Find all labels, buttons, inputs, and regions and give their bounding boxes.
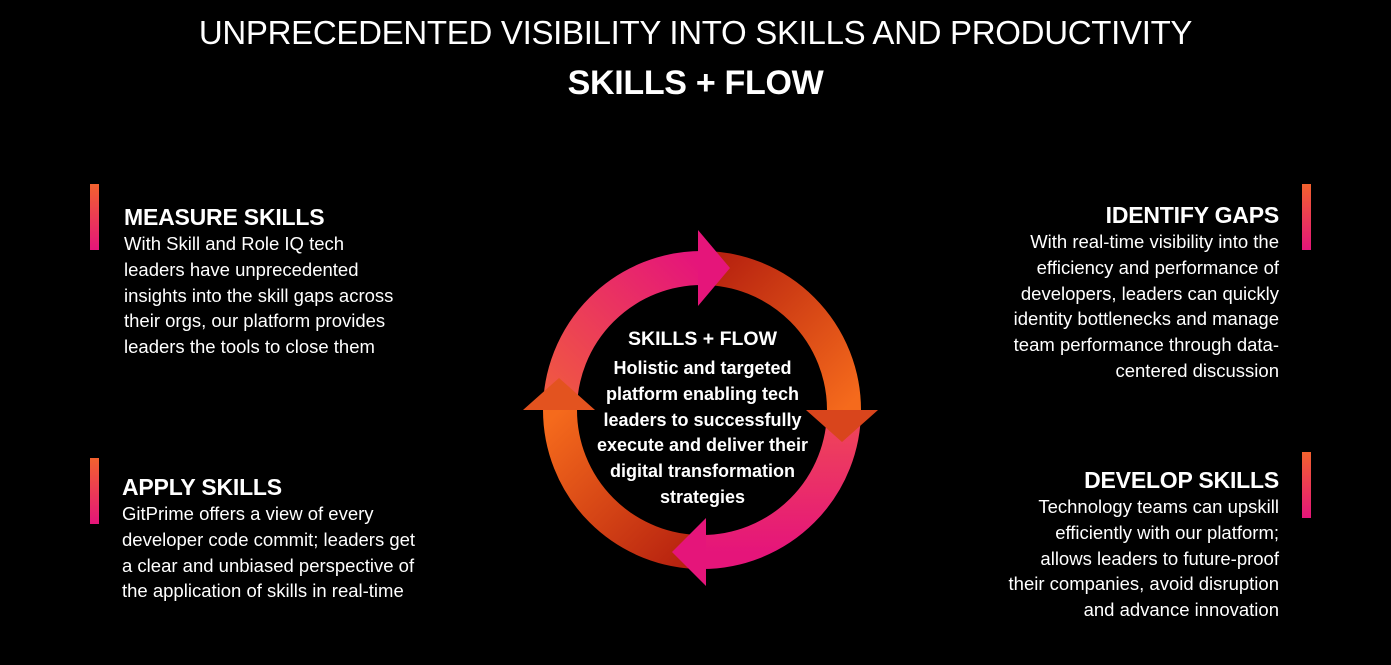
measure-accent-bar <box>90 184 99 250</box>
arrow-head-right <box>806 410 878 442</box>
cycle-center-text: SKILLS + FLOW Holistic and targeted plat… <box>580 326 825 511</box>
measure-skills-block: MEASURE SKILLS With Skill and Role IQ te… <box>124 203 484 360</box>
identify-gaps-title: IDENTIFY GAPS <box>1105 202 1280 228</box>
apply-skills-title: APPLY SKILLS <box>122 474 282 500</box>
arrow-head-top <box>698 230 730 306</box>
develop-skills-text: Technology teams can upskill efficiently… <box>1008 496 1279 621</box>
page-title: UNPRECEDENTED VISIBILITY INTO SKILLS AND… <box>198 14 1193 51</box>
develop-skills-title: DEVELOP SKILLS <box>1084 467 1279 493</box>
arrow-head-left <box>523 378 595 410</box>
develop-accent-bar <box>1302 452 1311 518</box>
measure-skills-title: MEASURE SKILLS <box>124 204 325 230</box>
arrow-head-bottom <box>672 518 706 586</box>
develop-skills-block: DEVELOP SKILLS Technology teams can upsk… <box>900 466 1280 623</box>
identify-gaps-text: With real-time visibility into the effic… <box>1013 231 1279 381</box>
ring-segment-top-left <box>543 251 703 411</box>
measure-skills-text: With Skill and Role IQ tech leaders have… <box>124 233 394 358</box>
apply-accent-bar <box>90 458 99 524</box>
apply-skills-block: APPLY SKILLS GitPrime offers a view of e… <box>122 473 502 604</box>
cycle-diagram <box>523 230 878 586</box>
page-subtitle: SKILLS + FLOW <box>567 64 824 102</box>
cycle-center-title: SKILLS + FLOW <box>628 328 777 350</box>
cycle-center-body: Holistic and targeted platform enabling … <box>596 358 809 507</box>
identify-gaps-block: IDENTIFY GAPS With real-time visibility … <box>900 201 1280 384</box>
ring-segment-top-right <box>701 251 861 411</box>
apply-skills-text: GitPrime offers a view of every develope… <box>122 503 416 602</box>
identify-accent-bar <box>1302 184 1311 250</box>
ring-segment-bottom-left <box>543 409 703 569</box>
